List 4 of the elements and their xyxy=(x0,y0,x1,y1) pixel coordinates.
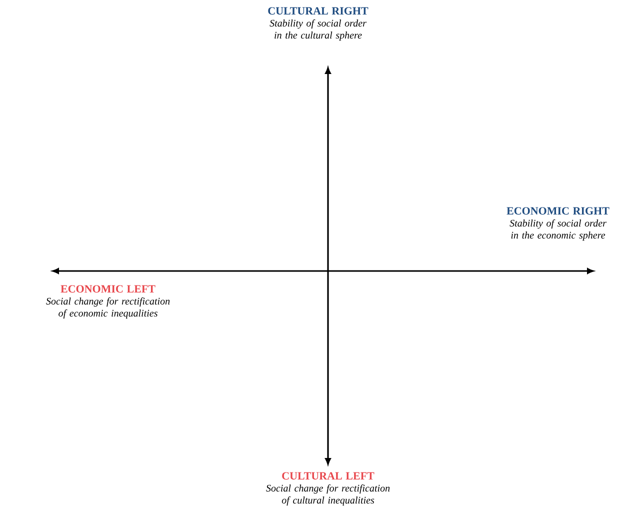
pole-label: CULTURAL RIGHT Stability of social order in the cultural sphere xyxy=(268,7,368,41)
pole-label: ECONOMIC LEFT Social change for rectification of economic inequalities xyxy=(46,285,170,319)
pole-label: ECONOMIC RIGHT Stability of social order in the economic sphere xyxy=(506,207,610,241)
pole-label: CULTURAL LEFT Social change for rectification of cultural inequalities xyxy=(266,472,390,506)
